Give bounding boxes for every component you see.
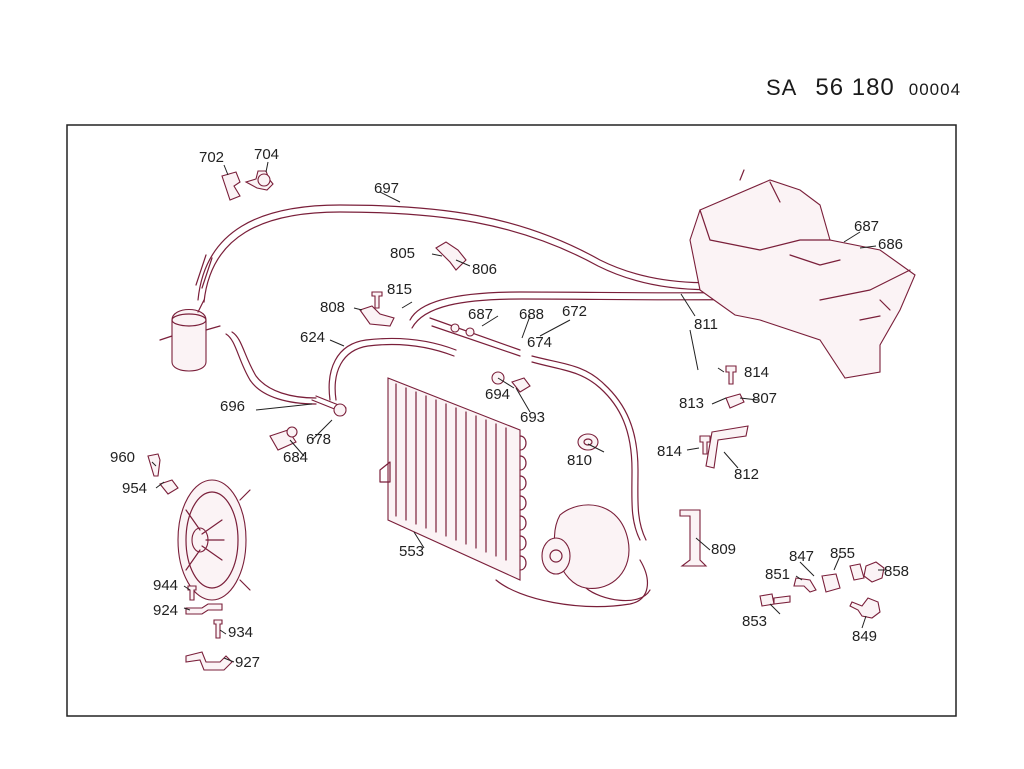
callout-694: 694 [485, 386, 510, 403]
hose-lower [495, 559, 648, 608]
callout-806: 806 [472, 261, 497, 278]
callout-labels: 702 704 697 805 806 815 808 687 688 672 … [110, 146, 909, 671]
callout-687-a: 687 [468, 306, 493, 323]
callout-674: 674 [527, 334, 552, 351]
callout-809: 809 [711, 541, 736, 558]
bolt-853 [759, 593, 791, 607]
diagram-frame [66, 124, 957, 717]
screw-944 [187, 585, 197, 601]
bolt-693 [511, 377, 531, 393]
callout-934: 934 [228, 624, 253, 641]
condenser-553 [379, 377, 527, 581]
callout-805: 805 [390, 245, 415, 262]
electric-fan [177, 479, 251, 601]
leader-lines [151, 161, 886, 663]
callout-704: 704 [254, 146, 279, 163]
callout-696: 696 [220, 398, 245, 415]
nut-858 [863, 561, 885, 583]
bracket-812 [705, 425, 749, 469]
clip-954 [159, 479, 179, 495]
compressor [541, 504, 651, 602]
hose-696 [225, 331, 317, 405]
callout-678: 678 [306, 431, 331, 448]
screw-849 [849, 597, 881, 619]
nut-684 [269, 426, 298, 451]
hose-624 [328, 337, 457, 401]
callout-954: 954 [122, 480, 147, 497]
callout-814-b: 814 [657, 443, 682, 460]
callout-924: 924 [153, 602, 178, 619]
callout-813: 813 [679, 395, 704, 412]
bracket-809 [679, 509, 708, 567]
callout-811: 811 [694, 316, 718, 333]
hose-672 [409, 291, 761, 329]
pipe-688 [429, 317, 521, 357]
clamp-807 [725, 393, 745, 409]
clip-702 [221, 171, 241, 201]
bracket-927 [185, 651, 233, 671]
callout-944: 944 [153, 577, 178, 594]
hose-697 [195, 204, 783, 303]
bracket-847 [821, 573, 841, 593]
callout-847: 847 [789, 548, 814, 565]
callout-812: 812 [734, 466, 759, 483]
callout-960: 960 [110, 449, 135, 466]
callout-815: 815 [387, 281, 412, 298]
screw-814b [699, 435, 711, 455]
diagram-code-suffix: 00004 [908, 80, 962, 99]
diagram-code: SA 56 180 00004 [766, 74, 961, 102]
receiver-drier [159, 299, 221, 372]
callout-697: 697 [374, 180, 399, 197]
fitting-678 [311, 395, 347, 417]
callout-693: 693 [520, 409, 545, 426]
bracket-924 [185, 603, 223, 615]
callout-688: 688 [519, 306, 544, 323]
evaporator-housing [689, 169, 916, 379]
callout-686: 686 [878, 236, 903, 253]
clip-808 [359, 305, 395, 327]
callout-553: 553 [399, 543, 424, 560]
callout-807: 807 [752, 390, 777, 407]
callout-702: 702 [199, 149, 224, 166]
bolt-960 [147, 453, 161, 477]
clip-855 [849, 563, 865, 581]
callout-810: 810 [567, 452, 592, 469]
diagram-code-number: 56 180 [815, 74, 895, 101]
callout-855: 855 [830, 545, 855, 562]
callout-672: 672 [562, 303, 587, 320]
diagram-code-prefix: SA [766, 75, 798, 100]
hose-674 [531, 355, 647, 541]
callout-849: 849 [852, 628, 877, 645]
callout-927: 927 [235, 654, 260, 671]
bolt-934 [213, 619, 223, 639]
callout-687-b: 687 [854, 218, 879, 235]
bolt-704 [244, 170, 274, 191]
callout-851: 851 [765, 566, 790, 583]
screw-814a [725, 365, 737, 385]
callout-624: 624 [300, 329, 325, 346]
callout-808: 808 [320, 299, 345, 316]
callout-853: 853 [742, 613, 767, 630]
callout-814-a: 814 [744, 364, 769, 381]
clip-805 [435, 241, 467, 271]
callout-858: 858 [884, 563, 909, 580]
callout-684: 684 [283, 449, 308, 466]
screw-815 [371, 291, 383, 309]
clip-851 [793, 577, 817, 593]
